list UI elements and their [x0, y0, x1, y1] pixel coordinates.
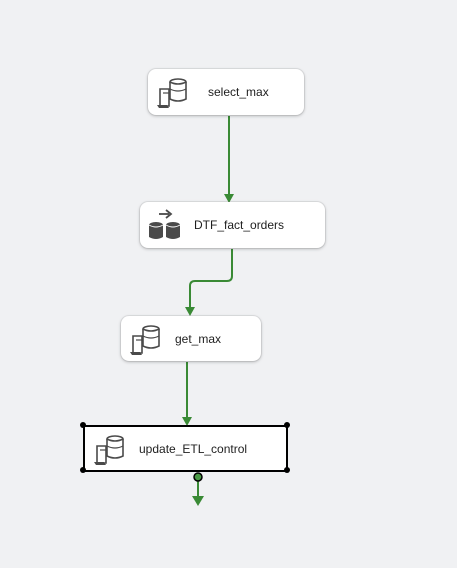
task-select-max[interactable]: select_max	[148, 69, 304, 115]
task-get-max[interactable]: get_max	[121, 316, 261, 361]
task-label: select_max	[208, 85, 269, 99]
connector-grip-icon	[193, 472, 203, 482]
task-update-etl-control[interactable]: update_ETL_control	[83, 425, 288, 472]
selection-handle-top-left[interactable]	[80, 422, 86, 428]
task-label: DTF_fact_orders	[194, 218, 285, 232]
selection-handle-bottom-right[interactable]	[284, 467, 290, 473]
execute-sql-task-icon	[127, 320, 165, 358]
data-flow-task-icon	[146, 206, 184, 244]
execute-sql-task-icon	[154, 73, 192, 111]
selection-handle-top-right[interactable]	[284, 422, 290, 428]
task-dtf-fact-orders[interactable]: DTF_fact_orders	[140, 202, 325, 248]
connector-outgoing-update[interactable]	[192, 472, 204, 506]
connector-select-max-to-dtf[interactable]	[224, 116, 234, 203]
selection-handle-bottom-left[interactable]	[80, 467, 86, 473]
task-label: update_ETL_control	[139, 441, 248, 456]
connector-get-max-to-update[interactable]	[182, 362, 192, 426]
execute-sql-task-icon	[91, 430, 129, 468]
task-label: get_max	[175, 331, 222, 346]
connector-dtf-to-get-max[interactable]	[185, 249, 233, 316]
